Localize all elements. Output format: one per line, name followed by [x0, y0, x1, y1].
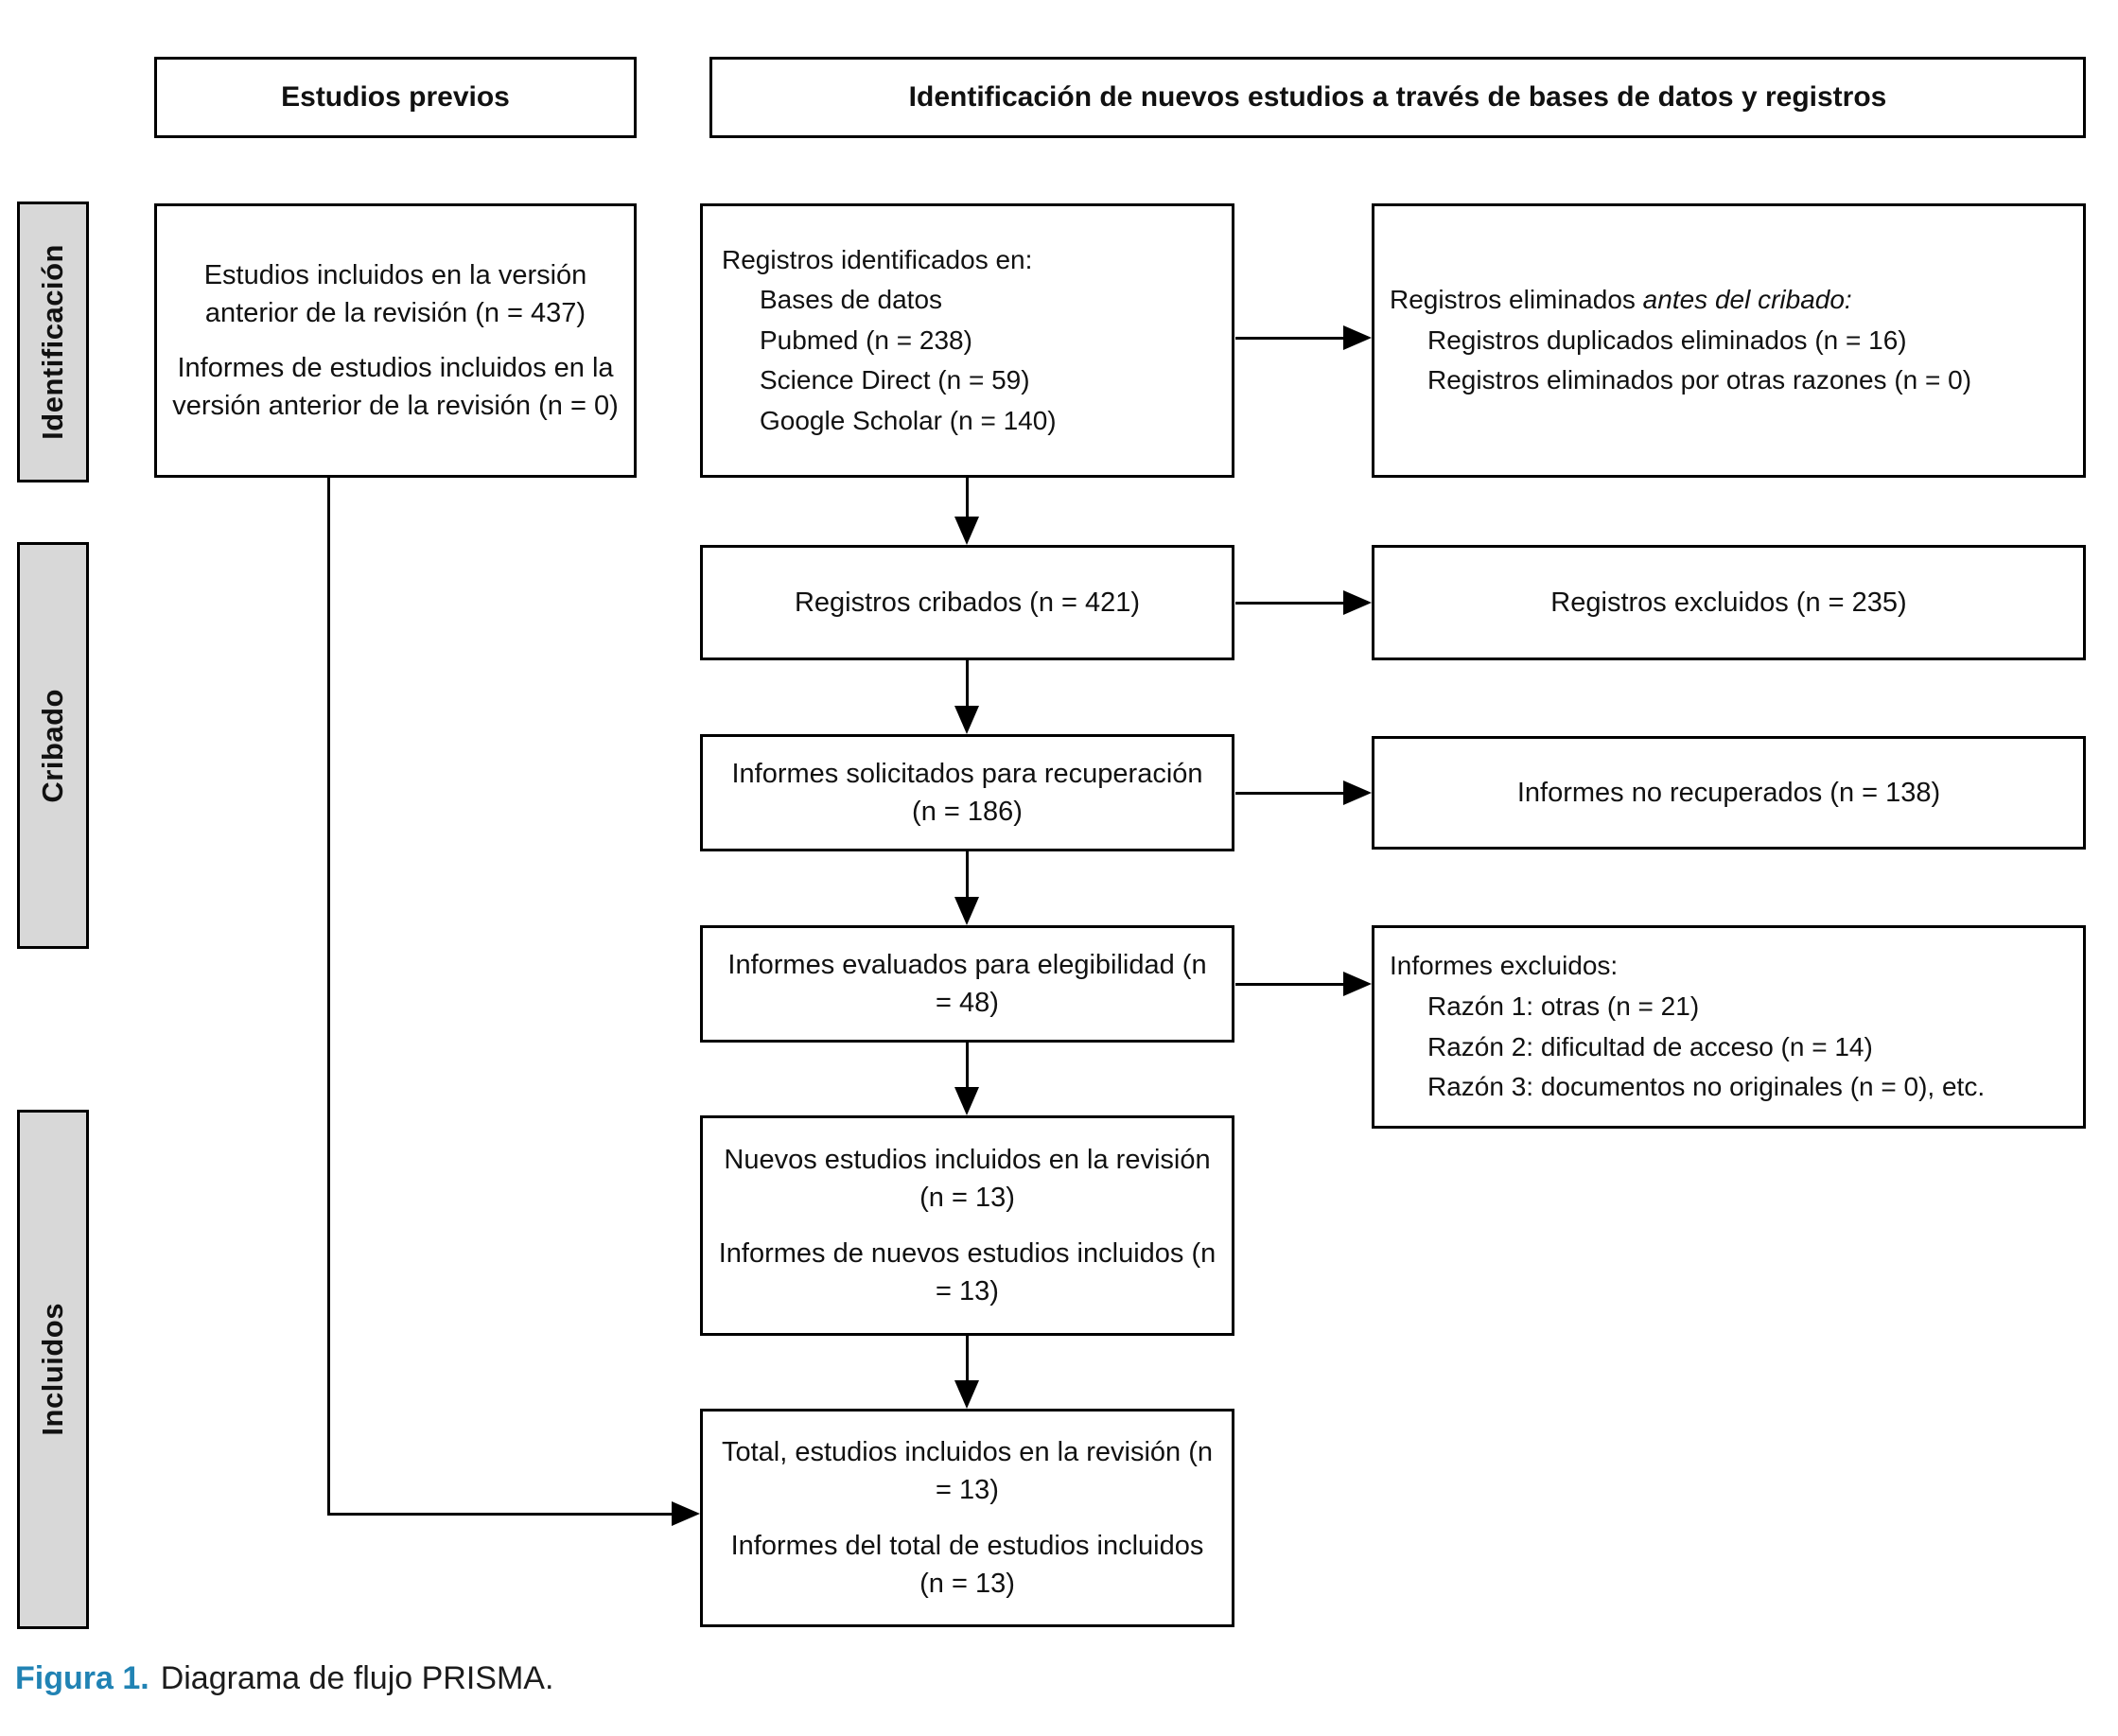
records-identified-item: Pubmed (n = 238)	[760, 324, 972, 355]
arrow-head-icon	[672, 1501, 700, 1526]
arrow-shaft	[1235, 791, 1343, 795]
arrow-shaft	[965, 851, 969, 897]
arrow-shaft	[327, 1512, 672, 1516]
arrow-shaft	[1235, 982, 1343, 986]
stage-label-identification: Identificación	[17, 202, 89, 482]
box-total-studies-included: Total, estudios incluidos en la revisión…	[700, 1409, 1234, 1627]
records-screened-text: Registros cribados (n = 421)	[794, 587, 1141, 618]
reports-assessed-text: Informes evaluados para elegibilidad (n …	[727, 949, 1207, 1018]
arrow-head-icon	[954, 1087, 979, 1115]
box-reports-not-retrieved: Informes no recuperados (n = 138)	[1372, 736, 2086, 850]
arrow-head-icon	[954, 706, 979, 734]
arrow-shaft	[965, 660, 969, 706]
records-excluded-text: Registros excluidos (n = 235)	[1550, 587, 1907, 618]
arrow-sought-to-assessed	[954, 851, 979, 925]
arrow-head-icon	[1343, 972, 1372, 996]
records-identified-item: Google Scholar (n = 140)	[760, 405, 1057, 435]
records-removed-title-prefix: Registros eliminados	[1390, 285, 1643, 315]
records-identified-title: Registros identificados en:	[722, 244, 1033, 274]
reports-excluded-reason: Razón 3: documentos no originales (n = 0…	[1427, 1072, 1986, 1102]
arrow-head-icon	[954, 1380, 979, 1409]
connector-previous-to-total-vertical	[327, 478, 330, 1514]
new-studies-line-1: Nuevos estudios incluidos en la revisión…	[724, 1145, 1211, 1214]
stage-label-identification-text: Identificación	[36, 244, 69, 440]
header-identification-label: Identificación de nuevos estudios a trav…	[908, 81, 1887, 113]
arrow-head-icon	[1343, 780, 1372, 805]
box-records-removed: Registros eliminados antes del cribado: …	[1372, 203, 2086, 478]
box-new-studies-included: Nuevos estudios incluidos en la revisión…	[700, 1115, 1234, 1336]
reports-excluded-reason: Razón 1: otras (n = 21)	[1427, 991, 1700, 1021]
arrow-new-included-to-total	[954, 1336, 979, 1409]
arrow-shaft	[965, 1336, 969, 1380]
previous-studies-line-2: Informes de estudios incluidos en la ver…	[172, 353, 619, 422]
total-studies-line-2: Informes del total de estudios incluidos…	[730, 1530, 1204, 1599]
arrow-previous-to-total	[327, 1501, 700, 1526]
arrow-sought-to-not-retrieved	[1235, 780, 1372, 805]
box-reports-sought: Informes solicitados para recuperación (…	[700, 734, 1234, 851]
reports-excluded-title: Informes excluidos:	[1390, 951, 1619, 981]
stage-label-included-text: Incluidos	[36, 1303, 69, 1436]
arrow-assessed-to-new-included	[954, 1043, 979, 1115]
arrow-screened-to-excluded	[1235, 590, 1372, 615]
total-studies-line-1: Total, estudios incluidos en la revisión…	[721, 1437, 1214, 1506]
box-reports-assessed: Informes evaluados para elegibilidad (n …	[700, 925, 1234, 1043]
records-removed-title: Registros eliminados antes del cribado:	[1390, 280, 1852, 321]
arrow-shaft	[1235, 601, 1343, 605]
header-previous-studies-label: Estudios previos	[281, 81, 510, 113]
records-removed-item: Registros eliminados por otras razones (…	[1427, 365, 1972, 395]
figure-caption-label: Figura 1.	[15, 1660, 149, 1696]
previous-studies-line-1: Estudios incluidos en la versión anterio…	[203, 259, 587, 328]
arrow-identified-to-screened	[954, 478, 979, 545]
stage-label-screening-text: Cribado	[36, 688, 69, 803]
records-identified-item: Bases de datos	[760, 285, 943, 315]
arrow-head-icon	[954, 517, 979, 545]
records-removed-title-italic: antes del cribado:	[1642, 285, 1852, 315]
figure-caption-text: Diagrama de flujo PRISMA.	[160, 1660, 554, 1696]
arrow-head-icon	[1343, 325, 1372, 350]
box-records-screened: Registros cribados (n = 421)	[700, 545, 1234, 660]
stage-label-included: Incluidos	[17, 1110, 89, 1629]
box-reports-excluded: Informes excluidos: Razón 1: otras (n = …	[1372, 925, 2086, 1129]
arrow-head-icon	[1343, 590, 1372, 615]
arrow-shaft	[965, 1043, 969, 1087]
header-previous-studies: Estudios previos	[154, 57, 637, 138]
arrow-shaft	[965, 478, 969, 517]
arrow-shaft	[1235, 336, 1343, 340]
arrow-identified-to-removed	[1235, 325, 1372, 350]
header-identification: Identificación de nuevos estudios a trav…	[709, 57, 2086, 138]
arrow-screened-to-sought	[954, 660, 979, 734]
stage-label-screening: Cribado	[17, 542, 89, 949]
reports-sought-text: Informes solicitados para recuperación (…	[731, 758, 1203, 827]
arrow-assessed-to-reports-excluded	[1235, 972, 1372, 996]
records-removed-item: Registros duplicados eliminados (n = 16)	[1427, 324, 1907, 355]
records-identified-item: Science Direct (n = 59)	[760, 365, 1030, 395]
arrow-head-icon	[954, 897, 979, 925]
box-records-identified: Registros identificados en: Bases de dat…	[700, 203, 1234, 478]
figure-caption: Figura 1. Diagrama de flujo PRISMA.	[15, 1660, 553, 1697]
reports-excluded-reason: Razón 2: dificultad de acceso (n = 14)	[1427, 1031, 1873, 1061]
box-previous-studies: Estudios incluidos en la versión anterio…	[154, 203, 637, 478]
reports-not-retrieved-text: Informes no recuperados (n = 138)	[1516, 777, 1941, 808]
box-records-excluded: Registros excluidos (n = 235)	[1372, 545, 2086, 660]
new-studies-line-2: Informes de nuevos estudios incluidos (n…	[718, 1237, 1217, 1306]
